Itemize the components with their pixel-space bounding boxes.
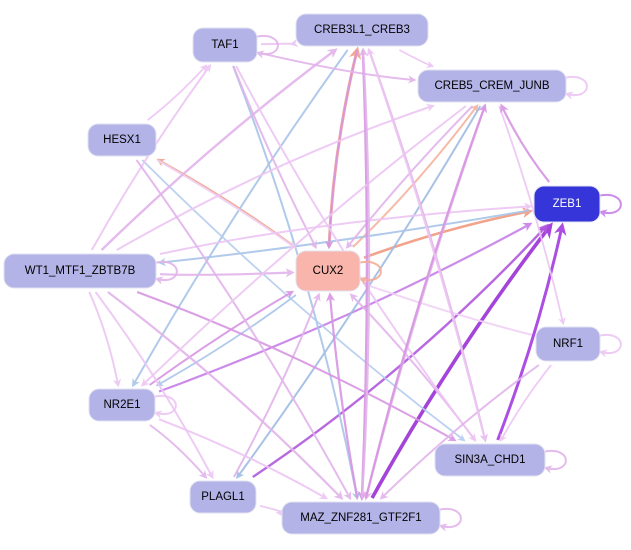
edge-WT1_MTF1_ZBTB7B-NR2E1 [88, 291, 122, 388]
edge-TAF1-CUX2 [232, 65, 317, 250]
edge-WT1_MTF1_ZBTB7B-SIN3A_CHD1 [136, 291, 457, 442]
edge-WT1_MTF1_ZBTB7B-PLAGL1 [94, 291, 214, 480]
node-shape-SIN3A_CHD1[interactable] [434, 443, 546, 477]
node-CUX2[interactable]: CUX2 [295, 250, 361, 292]
node-shape-CREB3L1_CREB3[interactable] [295, 13, 429, 47]
edge-CREB5_CREM_JUNB-PLAGL1 [236, 105, 482, 480]
edge-HESX1-TAF1 [147, 64, 208, 121]
self-loop-NRF1 [597, 333, 622, 358]
node-NRF1[interactable]: NRF1 [535, 326, 601, 362]
edge-HESX1-SIN3A_CHD1 [141, 159, 466, 442]
edge-PLAGL1-MAZ_ZNF281_GTF2F1 [259, 505, 284, 517]
node-PLAGL1[interactable]: PLAGL1 [189, 480, 257, 514]
self-loop-CUX2 [357, 260, 382, 285]
node-TAF1[interactable]: TAF1 [192, 27, 258, 63]
edge-PLAGL1-ZEB1 [252, 223, 549, 478]
self-loop-SIN3A_CHD1 [542, 449, 567, 474]
node-CREB5_CREM_JUNB[interactable]: CREB5_CREM_JUNB [417, 69, 567, 103]
edge-CREB3L1_CREB3-NR2E1 [132, 49, 349, 388]
node-SIN3A_CHD1[interactable]: SIN3A_CHD1 [434, 443, 546, 477]
node-shape-PLAGL1[interactable] [189, 480, 257, 514]
edge-MAZ_ZNF281_GTF2F1-ZEB1 [370, 222, 553, 499]
edge-PLAGL1-CUX2 [233, 292, 321, 478]
edge-NRF1-MAZ_ZNF281_GTF2F1 [379, 364, 540, 500]
edge-HESX1-MAZ_ZNF281_GTF2F1 [135, 159, 352, 501]
self-loop-MAZ_ZNF281_GTF2F1 [437, 507, 462, 532]
edge-NR2E1-MAZ_ZNF281_GTF2F1 [158, 418, 328, 500]
node-shape-ZEB1[interactable] [533, 185, 601, 223]
self-loop-CREB5_CREM_JUNB [563, 75, 588, 100]
node-shape-NR2E1[interactable] [88, 388, 156, 422]
edge-NRF1-CUX2 [361, 281, 533, 336]
node-shape-CUX2[interactable] [295, 250, 361, 292]
self-loop-WT1_MTF1_ZBTB7B [153, 260, 178, 285]
node-MAZ_ZNF281_GTF2F1[interactable]: MAZ_ZNF281_GTF2F1 [281, 501, 441, 535]
edge-NR2E1-PLAGL1 [149, 424, 208, 479]
edge-CREB5_CREM_JUNB-MAZ_ZNF281_GTF2F1 [363, 105, 487, 501]
node-shape-CREB5_CREM_JUNB[interactable] [417, 69, 567, 103]
edge-MAZ_ZNF281_GTF2F1-CREB3L1_CREB3 [358, 47, 371, 499]
edge-WT1_MTF1_ZBTB7B-CREB5_CREM_JUNB [116, 103, 435, 251]
edge-SIN3A_CHD1-CREB3L1_CREB3 [366, 47, 486, 441]
self-loop-TAF1 [254, 34, 279, 59]
node-ZEB1[interactable]: ZEB1 [533, 185, 601, 223]
edge-CUX2-CREB3L1_CREB3 [327, 46, 362, 248]
node-shape-WT1_MTF1_ZBTB7B[interactable] [3, 253, 157, 289]
edge-SIN3A_CHD1-ZEB1 [496, 222, 567, 441]
edge-ZEB1-CREB5_CREM_JUNB [500, 103, 551, 183]
edge-NR2E1-CUX2 [149, 290, 295, 386]
edge-CUX2-NR2E1 [155, 294, 297, 387]
edge-MAZ_ZNF281_GTF2F1-CREB5_CREM_JUNB [364, 103, 487, 499]
edge-CUX2-ZEB1 [363, 207, 534, 259]
node-CREB3L1_CREB3[interactable]: CREB3L1_CREB3 [295, 13, 429, 47]
edge-CREB5_CREM_JUNB-CUX2 [345, 105, 474, 249]
edge-CREB3L1_CREB3-MAZ_ZNF281_GTF2F1 [357, 49, 369, 502]
edge-WT1_MTF1_ZBTB7B-TAF1 [90, 63, 212, 251]
edge-WT1_MTF1_ZBTB7B-CREB3L1_CREB3 [100, 48, 338, 251]
edge-NR2E1-ZEB1 [158, 222, 533, 393]
edge-WT1_MTF1_ZBTB7B-CUX2 [159, 268, 295, 278]
node-WT1_MTF1_ZBTB7B[interactable]: WT1_MTF1_ZBTB7B [3, 253, 157, 289]
edge-CREB3L1_CREB3-CREB5_CREM_JUNB [398, 49, 435, 68]
edge-MAZ_ZNF281_GTF2F1-CUX2 [325, 292, 359, 499]
self-loop-NR2E1 [152, 394, 177, 419]
node-shape-TAF1[interactable] [192, 27, 258, 63]
edge-CREB5_CREM_JUNB-NR2E1 [140, 105, 467, 387]
node-shape-MAZ_ZNF281_GTF2F1[interactable] [281, 501, 441, 535]
edge-NRF1-SIN3A_CHD1 [500, 364, 552, 442]
node-shape-NRF1[interactable] [535, 326, 601, 362]
edge-WT1_MTF1_ZBTB7B-ZEB1 [159, 202, 533, 255]
edge-WT1_MTF1_ZBTB7B-MAZ_ZNF281_GTF2F1 [107, 291, 344, 500]
self-loop-ZEB1 [597, 193, 622, 218]
edge-CREB3L1_CREB3-CUX2 [325, 49, 359, 250]
node-shape-HESX1[interactable] [87, 123, 157, 157]
node-HESX1[interactable]: HESX1 [87, 123, 157, 157]
edge-HESX1-CUX2 [156, 159, 297, 249]
node-NR2E1[interactable]: NR2E1 [88, 388, 156, 422]
edge-TAF1-CREB5_CREM_JUNB [260, 52, 417, 84]
